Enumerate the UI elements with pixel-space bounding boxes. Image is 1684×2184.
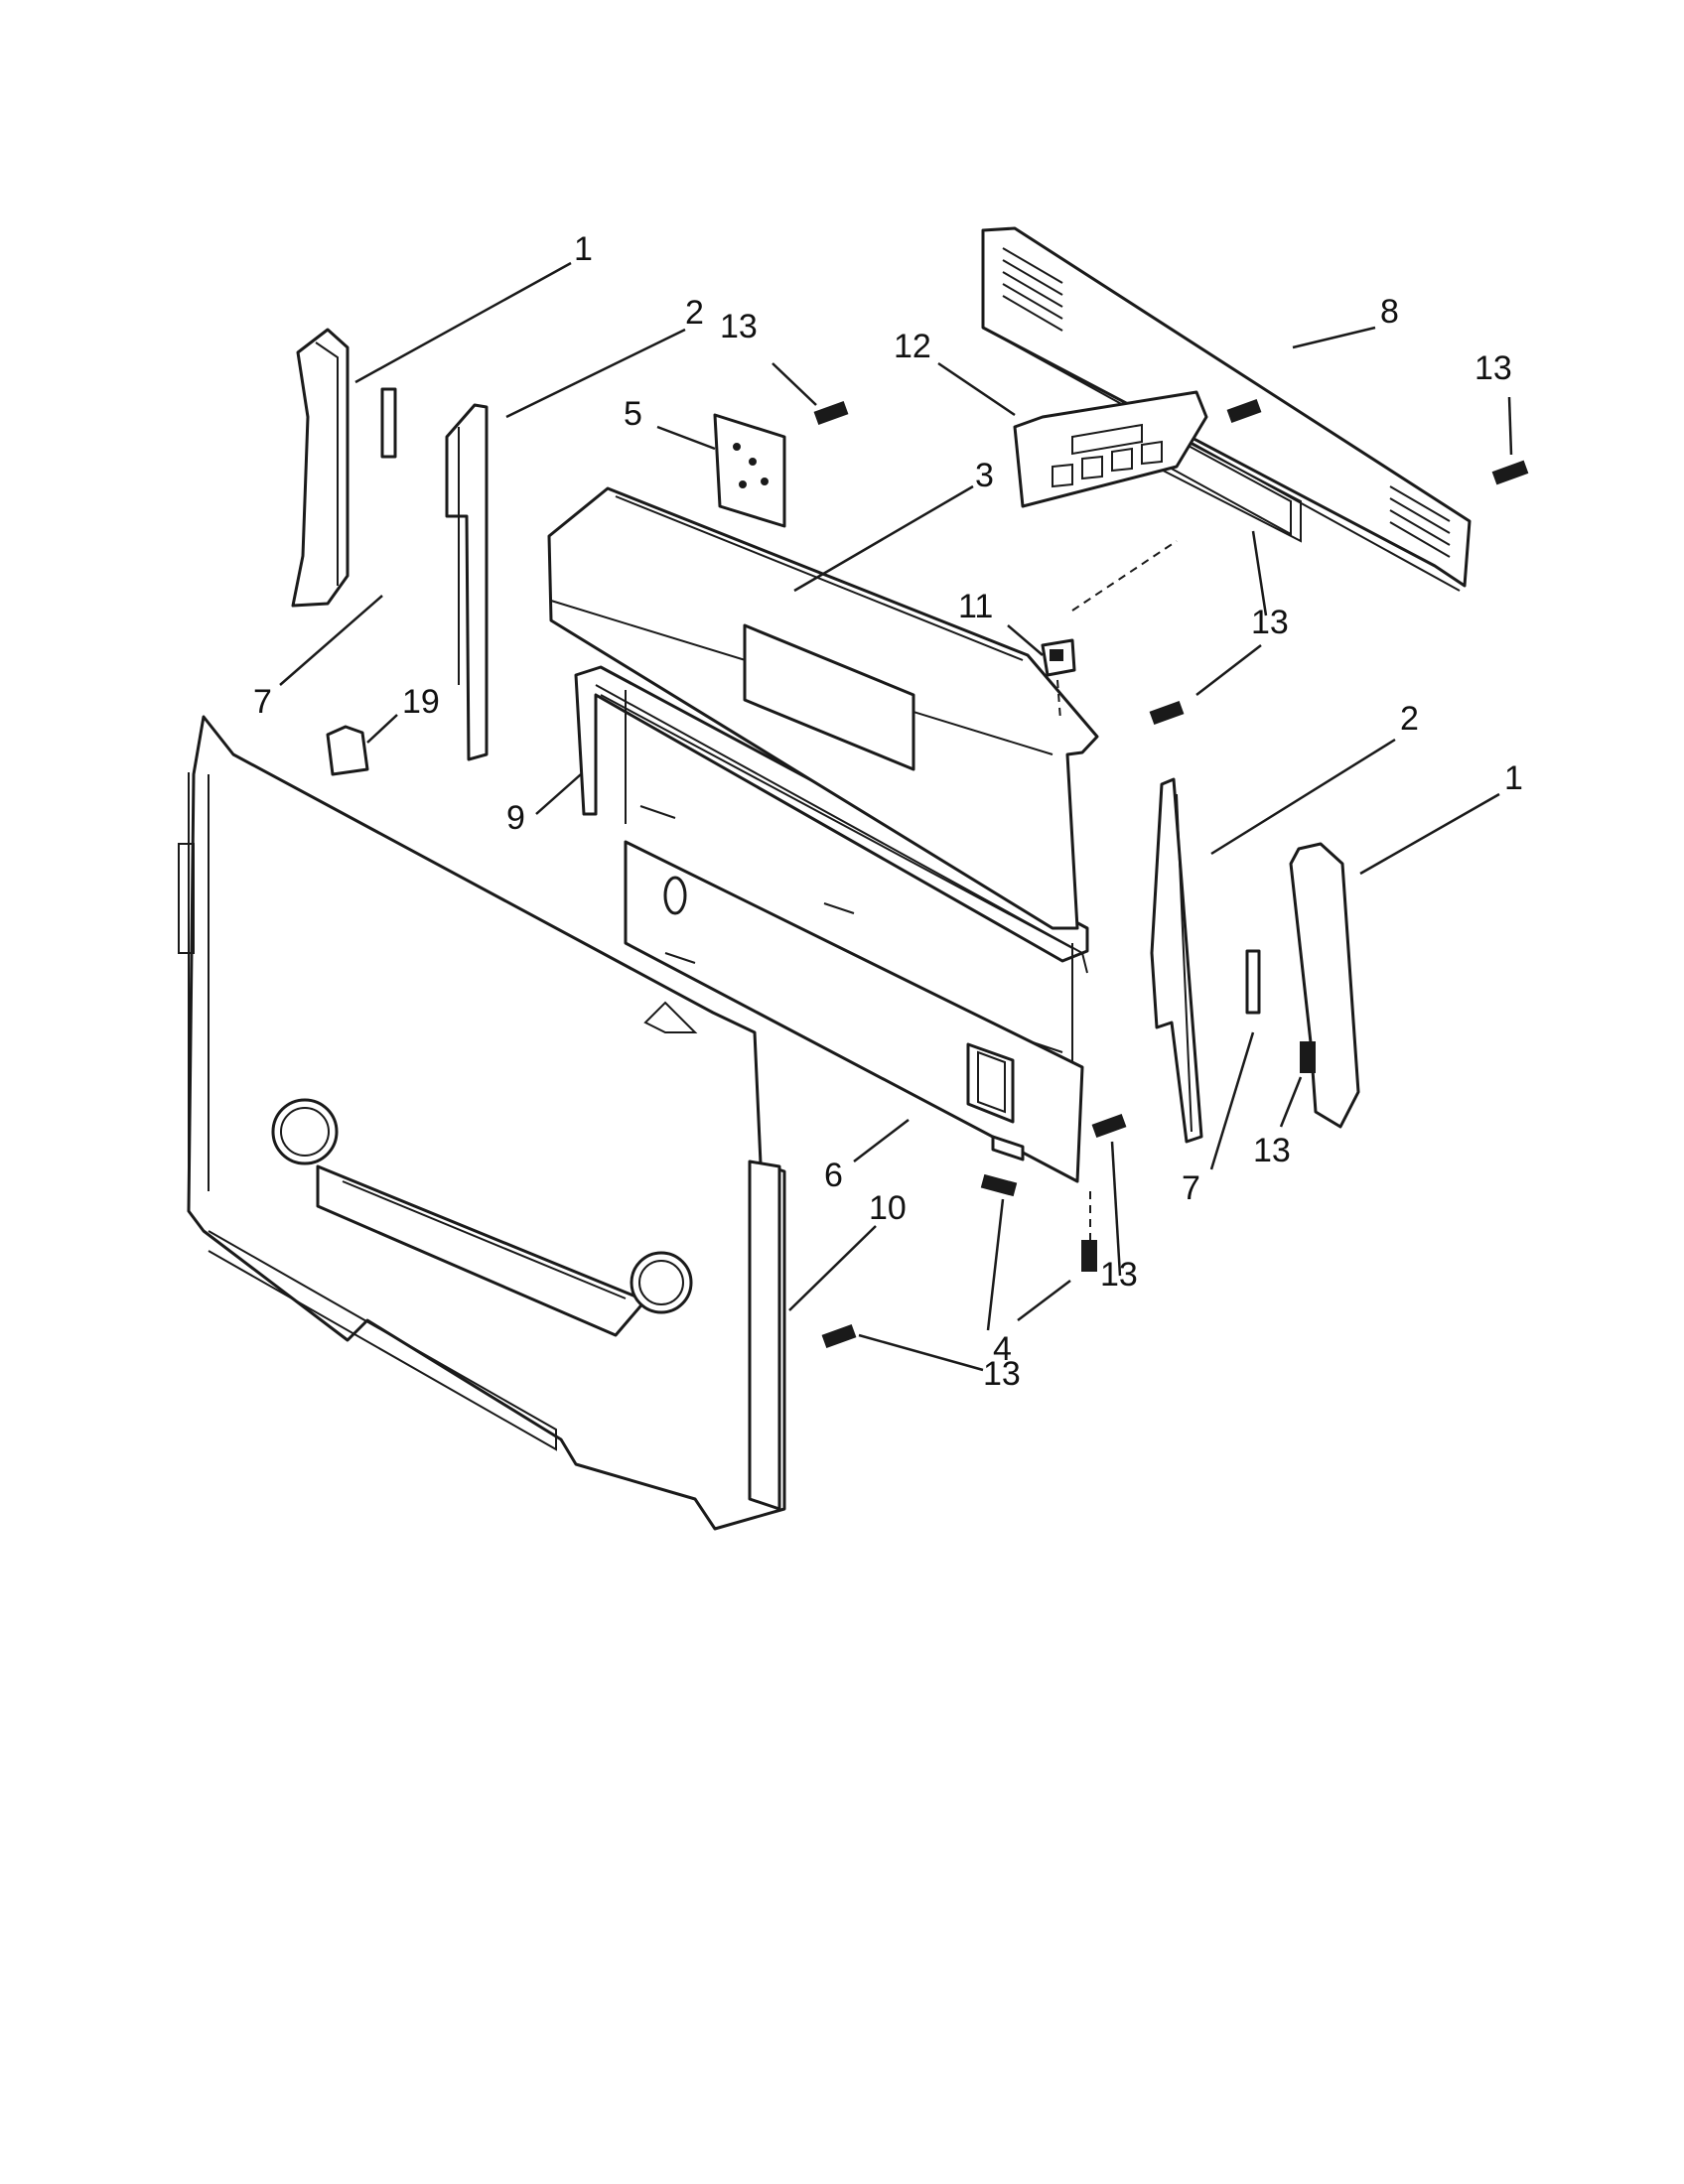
callout-11: 11 xyxy=(958,588,993,625)
part-2-left-bracket xyxy=(445,403,489,761)
part-11-switch xyxy=(1041,638,1076,677)
part-7-left-clip xyxy=(380,387,397,459)
part-1-right-endcap xyxy=(1289,842,1360,1129)
callout-7-right: 7 xyxy=(1182,1169,1200,1207)
callout-2-left: 2 xyxy=(685,294,704,332)
callout-2-right: 2 xyxy=(1400,700,1419,738)
part-6-backpanel xyxy=(624,840,1084,1183)
callout-19: 19 xyxy=(402,683,440,721)
callout-8: 8 xyxy=(1380,293,1399,331)
callout-12: 12 xyxy=(894,328,931,365)
part-2-right-bracket xyxy=(1150,777,1203,1144)
screw-13-f xyxy=(1300,1041,1316,1073)
callout-3: 3 xyxy=(975,457,994,494)
part-3-control-panel xyxy=(547,486,1099,974)
callouts: 1 2 13 5 12 8 13 3 13 11 7 19 9 2 1 6 13… xyxy=(253,230,1523,1393)
part-19-clip xyxy=(326,725,369,776)
callout-4: 4 xyxy=(993,1330,1012,1368)
screw-13-e xyxy=(1091,1113,1127,1139)
leader-lines xyxy=(279,261,1513,1372)
callout-13-right-top: 13 xyxy=(1474,349,1512,387)
screw-13-a xyxy=(813,400,849,426)
callout-1-left: 1 xyxy=(574,230,593,268)
part-1-left-endcap xyxy=(291,328,350,608)
screw-13-g xyxy=(821,1323,857,1349)
screws xyxy=(813,398,1529,1349)
part-12-display xyxy=(1013,390,1208,508)
callout-9: 9 xyxy=(506,799,525,837)
callout-6: 6 xyxy=(824,1157,843,1194)
part-10-panel xyxy=(178,715,786,1531)
part-8-vent-panel xyxy=(981,226,1472,592)
screw-13-c xyxy=(1226,398,1262,424)
callout-10: 10 xyxy=(869,1189,907,1227)
callout-7-left: 7 xyxy=(253,683,272,721)
part-7-right-clip xyxy=(1245,949,1261,1015)
callout-5: 5 xyxy=(624,395,642,433)
screw-13-b xyxy=(1491,460,1529,485)
screw-4-b xyxy=(1081,1240,1097,1272)
callout-13-bottom: 13 xyxy=(983,1355,1021,1393)
callout-13-display: 13 xyxy=(1251,604,1289,641)
callout-13-top: 13 xyxy=(720,308,758,345)
screw-4-a xyxy=(980,1173,1018,1197)
screw-13-d xyxy=(1149,700,1185,726)
callout-1-right: 1 xyxy=(1504,759,1523,797)
callout-13-right-bottom: 13 xyxy=(1253,1132,1291,1169)
part-5-board xyxy=(713,413,786,528)
callout-13-center: 13 xyxy=(1100,1256,1138,1294)
